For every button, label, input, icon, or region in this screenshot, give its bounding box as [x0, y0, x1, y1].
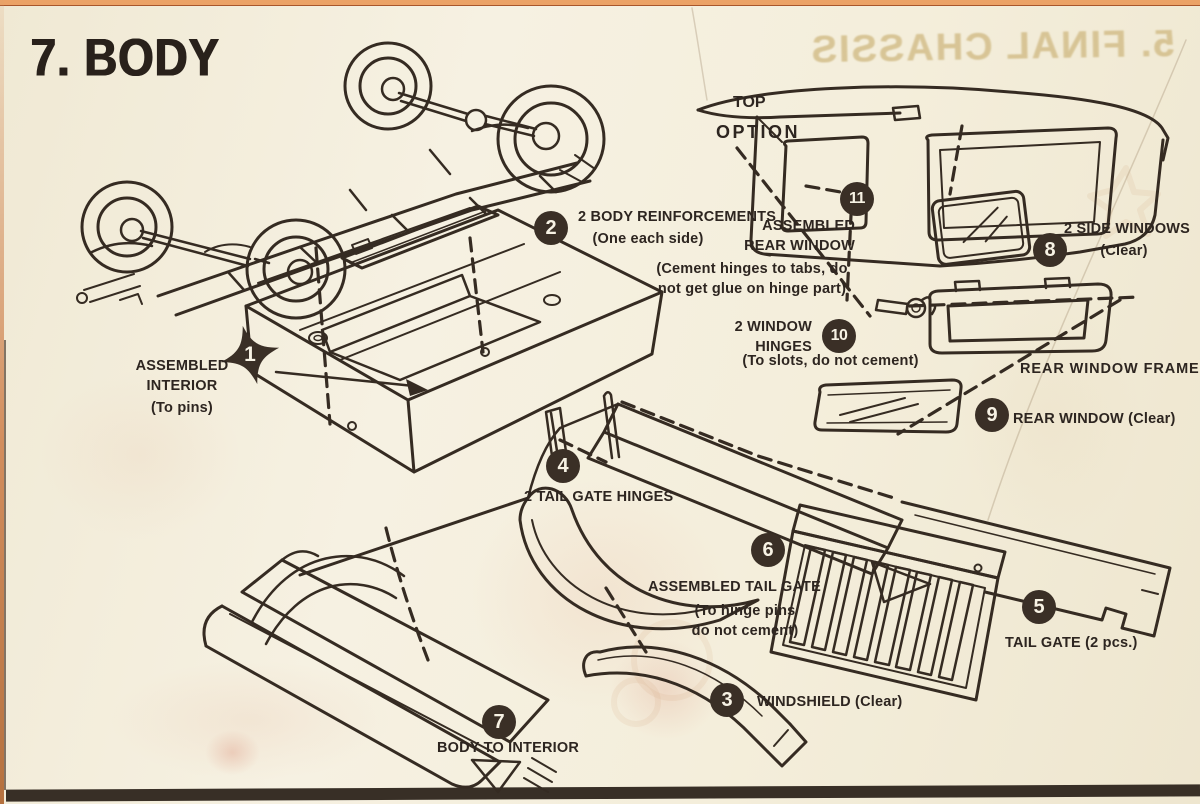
rear-window-frame-drawing: [928, 276, 1113, 355]
callout-4-label: 2 TAIL GATE HINGES: [524, 489, 674, 505]
paper-crease: [691, 7, 1187, 521]
top-cap-drawing: [696, 85, 1170, 268]
callout-10-note: (To slots, do not cement): [742, 353, 919, 369]
callout-10-label: 2 WINDOW HINGES: [734, 319, 812, 356]
callout-1-number: 1: [244, 343, 256, 366]
rear-window-frame-label: REAR WINDOW FRAME: [1020, 361, 1200, 377]
callout-11-note: (Cement hinges to tabs, do not get glue …: [656, 261, 848, 298]
callout-7-badge: 7: [482, 705, 516, 739]
tailgate-panel-drawing: [900, 500, 1172, 638]
callout-3-label: WINDSHIELD (Clear): [757, 694, 903, 710]
callout-9-badge: 9: [975, 398, 1009, 432]
callout-7-label: BODY TO INTERIOR: [437, 740, 580, 756]
top-label: TOP: [733, 94, 766, 111]
callout-11-badge: 11: [840, 182, 874, 216]
callout-8-note: (Clear): [1100, 243, 1148, 259]
callout-11-label: ASSEMBLED REAR WINDOW: [744, 218, 855, 255]
callout-6-note: (To hinge pins do not cement): [691, 603, 799, 640]
callout-5-badge: 5: [1022, 590, 1056, 624]
callout-2-note: (One each side): [592, 231, 704, 247]
callout-9-label: REAR WINDOW (Clear): [1013, 411, 1176, 427]
assembled-tailgate-drawing: [769, 503, 1007, 702]
callout-1-label: ASSEMBLED INTERIOR: [135, 358, 229, 395]
callout-5-label: TAIL GATE (2 pcs.): [1005, 635, 1138, 651]
option-label: OPTION: [716, 122, 801, 142]
side-window-drawing: [930, 189, 1032, 266]
callout-2-label: 2 BODY REINFORCEMENTS: [578, 209, 777, 225]
callout-1-note: (To pins): [151, 400, 213, 416]
chassis-drawing: [76, 41, 606, 320]
callout-8-badge: 8: [1033, 233, 1067, 267]
callout-10-badge: 10: [822, 319, 856, 353]
callout-6-badge: 6: [751, 533, 785, 567]
body-shell-drawing: [202, 402, 932, 794]
paper-left-edge-line: [4, 340, 6, 790]
star-burst-icon: [220, 325, 280, 385]
paper-left-edge: [0, 0, 4, 804]
callout-4-badge: 4: [546, 449, 580, 483]
window-hinge-drawing: [874, 296, 937, 319]
callout-8-label: 2 SIDE WINDOWS: [1064, 221, 1191, 237]
windshield-drawing: [582, 645, 808, 768]
rear-window-drawing: [813, 378, 963, 434]
callout-6-label: ASSEMBLED TAIL GATE: [648, 579, 821, 595]
callout-3-badge: 3: [710, 683, 744, 717]
callout-1-badge: 1: [219, 324, 281, 386]
paper-top-edge: [0, 0, 1200, 6]
bleed-ghost-shapes: [611, 165, 1161, 727]
step-title: 7. BODY: [30, 27, 220, 87]
callout-2-badge: 2: [534, 211, 568, 245]
